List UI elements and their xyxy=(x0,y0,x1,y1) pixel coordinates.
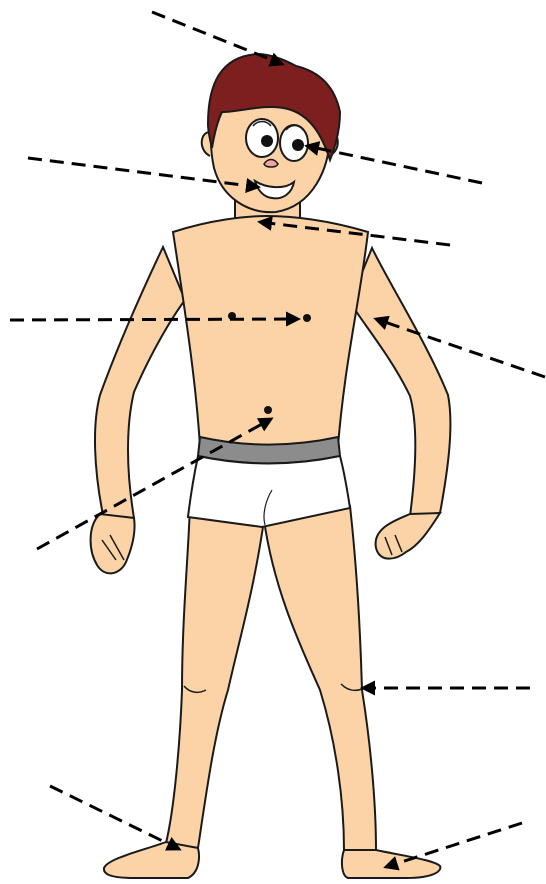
right-leg xyxy=(264,506,376,850)
left-foot-pointer-arrow xyxy=(50,786,179,849)
left-arm xyxy=(95,247,185,518)
belly-button-dot xyxy=(264,406,272,414)
boy-figure xyxy=(91,54,451,878)
right-foot-pointer-arrow xyxy=(386,823,522,867)
left-pupil xyxy=(261,135,273,147)
right-pupil xyxy=(292,139,304,151)
left-leg xyxy=(166,506,264,848)
chest-pointer-arrow xyxy=(10,319,298,320)
left-hand xyxy=(91,514,135,573)
left-foot xyxy=(104,842,199,878)
nose xyxy=(264,160,278,168)
chest-dot-right xyxy=(303,314,311,322)
right-arm xyxy=(350,248,450,516)
right-hand xyxy=(376,513,440,559)
hair-pointer-arrow xyxy=(152,12,282,64)
